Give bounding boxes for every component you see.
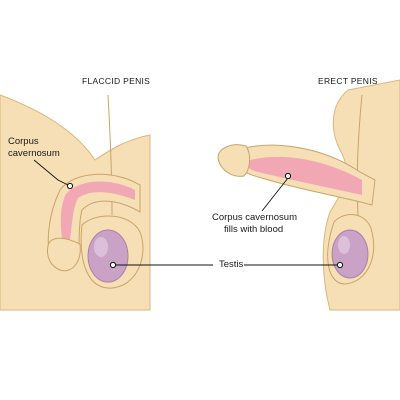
erect-glans bbox=[217, 144, 251, 177]
flaccid-title: FLACCID PENIS bbox=[82, 76, 150, 86]
testis-leader-dot-left bbox=[109, 261, 117, 269]
fills-leader-line bbox=[261, 177, 289, 212]
erect-figure bbox=[217, 79, 400, 311]
testis-leader-dot-right bbox=[336, 261, 344, 269]
corpus-label-line1: Corpus bbox=[8, 136, 39, 147]
testis-label: Testis bbox=[219, 259, 244, 270]
erect-testis-highlight bbox=[338, 236, 350, 254]
erect-corpus-cavernosum bbox=[247, 156, 362, 195]
flaccid-testis-highlight bbox=[94, 237, 108, 257]
flaccid-figure bbox=[0, 94, 151, 311]
flaccid-glans bbox=[47, 237, 81, 272]
flaccid-testis bbox=[87, 229, 129, 283]
fills-leader-dot bbox=[284, 172, 292, 180]
erect-abdomen-line bbox=[356, 94, 363, 216]
erect-title: ERECT PENIS bbox=[318, 76, 378, 86]
corpus-leader-line bbox=[33, 159, 71, 187]
corpus-label-line2: cavernosum bbox=[8, 148, 60, 159]
corpus-leader-dot bbox=[66, 182, 74, 190]
fills-label-line1: Corpus cavernosum bbox=[212, 212, 297, 223]
erect-testis bbox=[331, 229, 369, 279]
fills-label-line2: fills with blood bbox=[224, 224, 283, 235]
flaccid-corpus-cavernosum bbox=[60, 181, 135, 240]
